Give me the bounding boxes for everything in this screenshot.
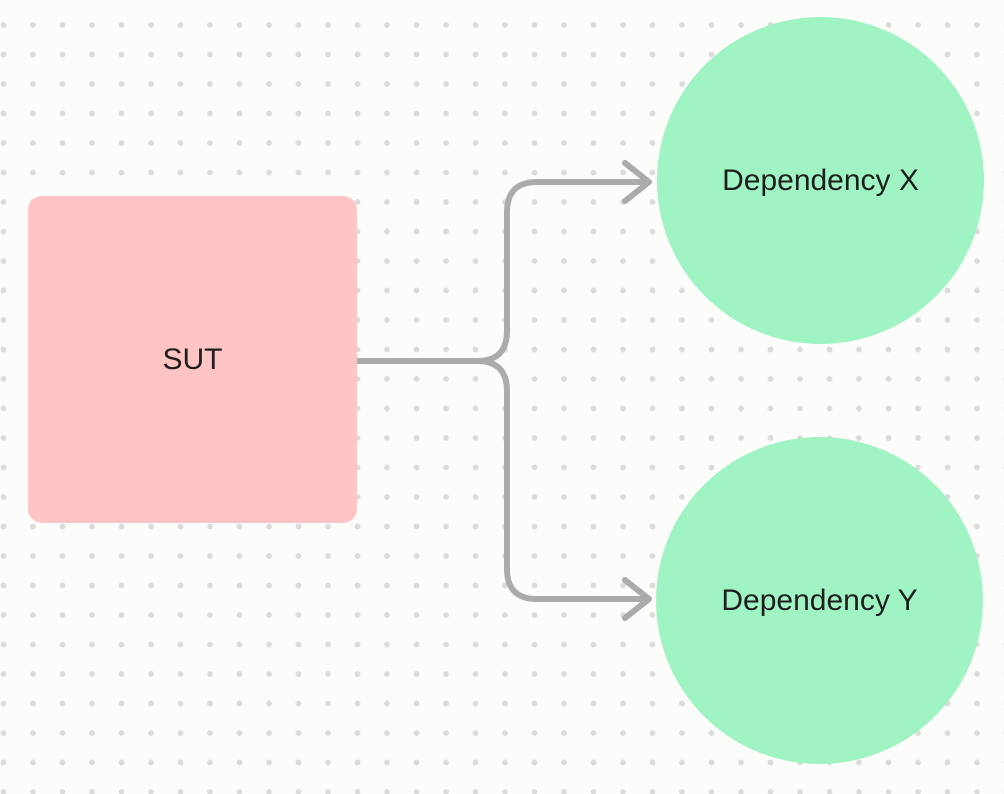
arrow-sut-to-dependency-y[interactable] (474, 358, 652, 621)
arrow-sut-to-dependency-x[interactable] (354, 160, 652, 364)
arrowhead-icon (622, 160, 652, 204)
node-dependency-y[interactable]: Dependency Y (656, 437, 983, 764)
node-dependency-x-label: Dependency X (722, 163, 919, 197)
arrowhead-icon (622, 577, 652, 621)
node-dependency-y-label: Dependency Y (721, 583, 918, 617)
arrow-line-to-dependency-x (354, 179, 648, 364)
node-sut[interactable]: SUT (28, 196, 357, 523)
arrow-line-to-dependency-y (474, 358, 648, 602)
node-sut-label: SUT (162, 342, 223, 376)
node-dependency-x[interactable]: Dependency X (657, 17, 984, 344)
